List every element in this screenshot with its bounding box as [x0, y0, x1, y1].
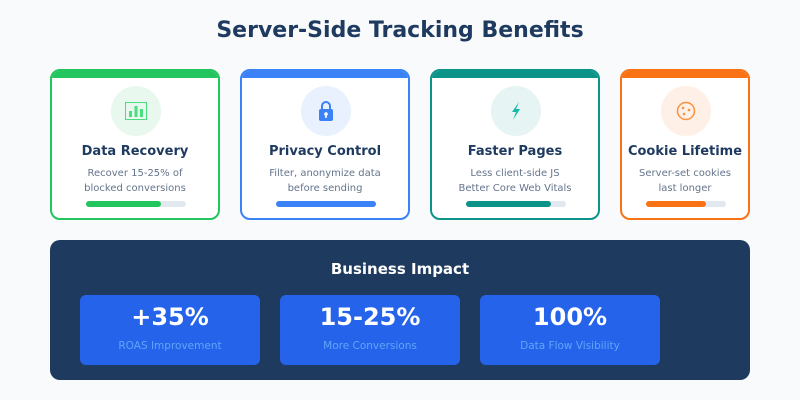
- progress-fill: [646, 201, 706, 207]
- progress-track: [466, 201, 566, 207]
- metric-value: +35%: [131, 303, 209, 331]
- card-title: Cookie Lifetime: [627, 144, 743, 159]
- card-privacy-control: Privacy Control Filter, anonymize data b…: [240, 69, 410, 220]
- metric-visibility: 100% Data Flow Visibility: [480, 295, 660, 365]
- metric-label: Data Flow Visibility: [520, 340, 620, 352]
- card-title: Data Recovery: [81, 144, 189, 159]
- progress-track: [646, 201, 726, 207]
- card-description-line: blocked conversions: [84, 183, 186, 194]
- card-description: Recover 15-25% of blocked conversions: [52, 166, 218, 196]
- card-description: Less client-side JS Better Core Web Vita…: [432, 166, 598, 196]
- metric-roas: +35% ROAS Improvement: [80, 295, 260, 365]
- icon-circle: [111, 86, 161, 136]
- card-description-line: Recover 15-25% of: [87, 168, 183, 179]
- metric-value: 15-25%: [319, 303, 421, 331]
- business-impact-panel: Business Impact +35% ROAS Improvement 15…: [50, 240, 750, 380]
- icon-circle: [491, 86, 541, 136]
- card-description-line: last longer: [658, 183, 712, 194]
- progress-track: [276, 201, 376, 207]
- metric-label: More Conversions: [323, 340, 417, 352]
- metric-label: ROAS Improvement: [118, 340, 222, 352]
- card-description-line: Server-set cookies: [639, 168, 731, 179]
- card-description-line: Better Core Web Vitals: [458, 183, 572, 194]
- progress-fill: [86, 201, 161, 207]
- card-faster-pages: Faster Pages Less client-side JS Better …: [430, 69, 600, 220]
- card-accent-bar: [432, 71, 598, 78]
- metric-value: 100%: [532, 303, 608, 331]
- bar-chart-icon: [125, 102, 147, 120]
- card-description-line: before sending: [287, 183, 363, 194]
- card-title: Faster Pages: [467, 144, 563, 159]
- page-title: Server-Side Tracking Benefits: [216, 18, 584, 43]
- card-cookie-lifetime: Cookie Lifetime Server-set cookies last …: [620, 69, 750, 220]
- lightning-icon: [509, 101, 523, 121]
- card-description-line: Filter, anonymize data: [269, 168, 381, 179]
- card-accent-bar: [52, 71, 218, 78]
- icon-circle: [661, 86, 711, 136]
- icon-circle: [301, 86, 351, 136]
- progress-track: [86, 201, 186, 207]
- metric-conversions: 15-25% More Conversions: [280, 295, 460, 365]
- progress-fill: [466, 201, 551, 207]
- card-description-line: Less client-side JS: [470, 168, 560, 179]
- business-impact-title: Business Impact: [330, 260, 470, 278]
- card-title: Privacy Control: [268, 144, 382, 159]
- card-accent-bar: [242, 71, 408, 78]
- card-description: Filter, anonymize data before sending: [242, 166, 408, 196]
- card-data-recovery: Data Recovery Recover 15-25% of blocked …: [50, 69, 220, 220]
- lock-icon: [318, 100, 334, 122]
- progress-fill: [276, 201, 376, 207]
- card-accent-bar: [622, 71, 748, 78]
- cookie-icon: [676, 101, 696, 121]
- card-description: Server-set cookies last longer: [622, 166, 748, 196]
